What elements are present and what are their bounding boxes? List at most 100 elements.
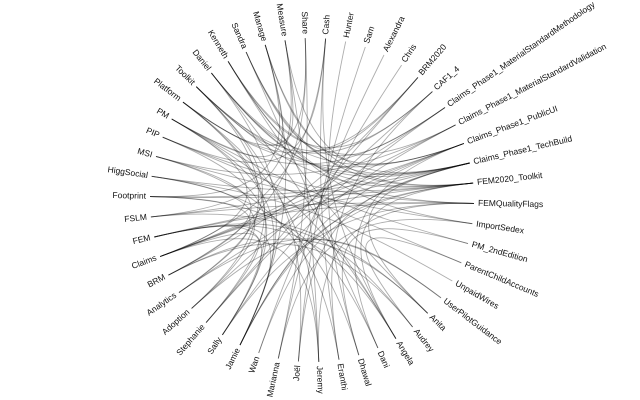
node-label-fem2020_toolkit[interactable]: FEM2020_Toolkit xyxy=(476,170,543,187)
node-label-sam[interactable]: Sam xyxy=(361,25,376,45)
node-label-kenneth[interactable]: Kenneth xyxy=(206,28,231,61)
node-label-toolkit[interactable]: Toolkit xyxy=(173,63,198,87)
link-Daniel-Claims_Phase1_TechBuild xyxy=(211,72,470,178)
node-label-audrey[interactable]: Audrey xyxy=(412,327,437,355)
node-label-anita[interactable]: Anita xyxy=(428,312,449,333)
link-Adoption-UserPilotGuidance xyxy=(191,239,442,309)
link-Anita-Claims_Phase1_TechBuild xyxy=(368,162,470,314)
link-Footprint-FEM2020_Toolkit xyxy=(149,182,474,199)
node-label-stephanie[interactable]: Stephanie xyxy=(174,322,207,358)
link-Alexandra-Marianna xyxy=(277,54,385,359)
link-Toolkit-Claims_Phase1_TechBuild xyxy=(195,86,470,175)
node-label-alexandra[interactable]: Alexandra xyxy=(381,14,407,53)
node-label-sally[interactable]: Sally xyxy=(205,335,224,357)
link-Kenneth-CAF1_4 xyxy=(227,61,433,149)
link-Toolkit-Analytics xyxy=(178,86,263,293)
link-Measure-Jeremy xyxy=(284,40,320,362)
link-Hunter-Dhawal xyxy=(327,41,360,356)
link-Footprint-Claims_Phase1_TechBuild xyxy=(149,162,470,198)
link-Joël-Claims_Phase1_TechBuild xyxy=(297,162,470,362)
link-FSLM-FEMQualityFlags xyxy=(150,202,475,218)
link-PM-Claims_Phase1_MaterialStandardMethodology xyxy=(171,107,446,165)
link-PM-PM_2ndEdition xyxy=(171,118,469,245)
node-label-footprint[interactable]: Footprint xyxy=(112,190,146,201)
link-Jamie-Claims_Phase1_TechBuild xyxy=(239,162,470,346)
node-label-hunter[interactable]: Hunter xyxy=(341,11,356,38)
node-label-caf1_4[interactable]: CAF1_4 xyxy=(432,64,462,92)
node-label-brm2020[interactable]: BRM2020 xyxy=(416,42,448,77)
link-Jamie-Claims_Phase1_PublicUI xyxy=(239,143,464,346)
node-label-fslm[interactable]: FSLM xyxy=(124,212,148,224)
link-Cash-Claims xyxy=(160,38,327,257)
link-Claims-Claims_Phase1_MaterialStandardMethodology xyxy=(160,107,446,257)
link-Cash-Angela xyxy=(322,38,397,339)
link-Manage-Claims_Phase1_PublicUI xyxy=(264,44,464,165)
link-Chris-Wan xyxy=(258,64,402,354)
link-Sandra-Claims_Phase1_MaterialStandardMethodology xyxy=(245,51,446,157)
link-FEM-Sally xyxy=(154,225,262,336)
link-Dani-Footprint xyxy=(149,196,379,349)
node-label-higgsocial[interactable]: HiggSocial xyxy=(107,164,149,180)
node-label-claims[interactable]: Claims xyxy=(130,253,158,271)
node-label-femqualityflags[interactable]: FEMQualityFlags xyxy=(478,198,543,209)
link-Claims-Claims_Phase1_TechBuild xyxy=(160,162,470,257)
node-label-chris[interactable]: Chris xyxy=(399,42,418,64)
link-Eranthi-CAF1_4 xyxy=(331,91,433,360)
link-Dhawal-PM_2ndEdition xyxy=(341,228,469,356)
node-label-platform[interactable]: Platform xyxy=(152,76,183,103)
link-Measure-Claims_Phase1_TechBuild xyxy=(284,40,470,173)
link-Measure-Toolkit xyxy=(195,40,294,147)
node-label-angela[interactable]: Angela xyxy=(394,339,416,367)
link-Measure-FSLM xyxy=(150,40,292,218)
link-Daniel-Claims_Phase1_PublicUI xyxy=(211,72,464,166)
link-PIP-Sally xyxy=(162,136,268,336)
link-Claims-Claims_Phase1_MaterialStandardValidation xyxy=(160,124,456,257)
node-label-pm[interactable]: PM xyxy=(155,106,171,121)
link-Cash-Eranthi xyxy=(319,38,340,360)
node-label-sandra[interactable]: Sandra xyxy=(229,21,249,50)
link-Jeremy-FEMQualityFlags xyxy=(317,202,475,362)
link-Manage-Jamie xyxy=(239,44,287,346)
node-label-pm_2ndedition[interactable]: PM_2ndEdition xyxy=(471,239,529,264)
node-label-manage[interactable]: Manage xyxy=(251,10,270,43)
node-label-analytics[interactable]: Analytics xyxy=(144,290,178,318)
node-label-marianna[interactable]: Marianna xyxy=(265,361,282,398)
link-PM-Jamie xyxy=(171,118,275,346)
node-label-wan[interactable]: Wan xyxy=(246,355,261,375)
node-label-jeremy[interactable]: Jeremy xyxy=(315,366,326,395)
node-label-fem[interactable]: FEM xyxy=(132,232,152,246)
node-label-share[interactable]: Share xyxy=(300,11,311,34)
node-label-pip[interactable]: PIP xyxy=(145,125,162,140)
link-HiggSocial-UnpaidWires xyxy=(151,175,453,282)
link-Claims-Claims_Phase1_PublicUI xyxy=(160,143,464,257)
link-Wan-FEM2020_Toolkit xyxy=(258,182,474,354)
link-Daniel-BRM2020 xyxy=(211,72,419,152)
link-Daniel-Angela xyxy=(211,72,397,339)
link-Sam-Joël xyxy=(297,46,366,362)
link-Platform-BRM2020 xyxy=(182,77,419,154)
link-Angela-FEM2020_Toolkit xyxy=(360,182,474,339)
link-Sally-FEMQualityFlags xyxy=(222,202,475,336)
link-Analytics-UserPilotGuidance xyxy=(178,238,442,299)
node-label-dhawal[interactable]: Dhawal xyxy=(356,357,374,387)
node-label-importsedex[interactable]: ImportSedex xyxy=(476,219,526,236)
node-label-joël[interactable]: Joël xyxy=(291,365,302,381)
link-Manage-PM xyxy=(171,44,284,158)
node-label-brm[interactable]: BRM xyxy=(145,272,166,290)
link-Platform-Sally xyxy=(182,101,266,336)
node-label-measure[interactable]: Measure xyxy=(275,3,290,38)
link-FSLM-Claims_Phase1_PublicUI xyxy=(150,143,464,218)
node-label-dani[interactable]: Dani xyxy=(376,349,392,369)
link-Toolkit-CAF1_4 xyxy=(195,86,433,154)
node-label-cash[interactable]: Cash xyxy=(320,14,332,35)
link-Audrey-FEM xyxy=(154,223,413,328)
node-label-eranthi[interactable]: Eranthi xyxy=(336,363,350,391)
link-Kenneth-Claims_Phase1_MaterialStandardValidation xyxy=(227,61,456,156)
node-label-adoption[interactable]: Adoption xyxy=(160,307,192,337)
link-Share-BRM xyxy=(168,38,307,276)
node-label-daniel[interactable]: Daniel xyxy=(191,47,214,72)
link-MSI-BRM xyxy=(155,155,252,276)
node-label-jamie[interactable]: Jamie xyxy=(223,346,242,371)
node-label-msi[interactable]: MSI xyxy=(136,146,153,160)
